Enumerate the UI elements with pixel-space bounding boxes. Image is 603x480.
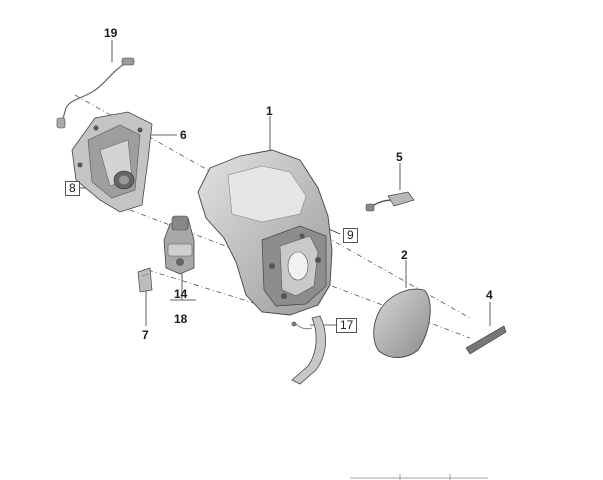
callout-1: 1 <box>266 104 273 118</box>
part-7-clip <box>137 267 153 293</box>
callout-8: 8 <box>65 181 80 196</box>
callout-14: 14 <box>174 287 188 301</box>
callout-17: 17 <box>336 318 358 333</box>
bottom-frame-lines <box>350 474 488 480</box>
part-19-cable <box>56 57 135 129</box>
part-1-housing <box>197 149 333 316</box>
part-5-cable <box>365 191 415 212</box>
callout-2: 2 <box>401 248 408 262</box>
callout-19: 19 <box>104 26 118 40</box>
part-17-drain-tube <box>291 315 326 385</box>
callout-7: 7 <box>142 328 149 342</box>
part-4-strip <box>465 325 507 355</box>
callout-6: 6 <box>180 128 187 142</box>
callout-5: 5 <box>396 150 403 164</box>
part-2-lid <box>373 288 431 358</box>
callout-18: 18 <box>174 312 188 326</box>
callout-4: 4 <box>486 288 493 302</box>
part-14-actuator <box>163 215 195 275</box>
part-6-bracket <box>71 111 153 213</box>
callout-9: 9 <box>343 228 358 243</box>
